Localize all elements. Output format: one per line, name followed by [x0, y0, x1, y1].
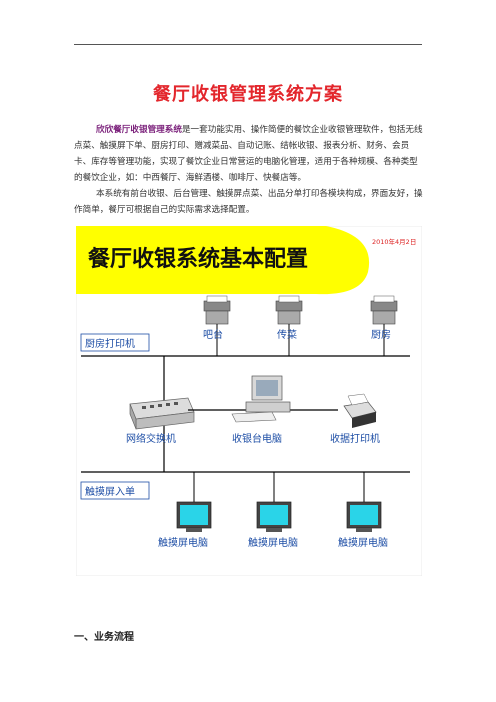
- printer-serving: [275, 295, 303, 356]
- section-heading-business-flow: 一、业务流程: [74, 632, 134, 643]
- intro-text: 是一套功能实用、操作简便的餐饮企业收银管理软件，包括无线点菜、触摸屏下单、厨房打…: [74, 125, 423, 183]
- touch-pc-label-3: 触摸屏电脑: [338, 536, 388, 549]
- kitchen-printer-box: [80, 333, 150, 352]
- printer-kitchen: [370, 295, 398, 356]
- banner-yellow: [76, 226, 370, 295]
- printer-label-bar: 吧台: [203, 328, 223, 341]
- printer-label-serving: 传菜: [277, 329, 297, 341]
- switch-label: 网络交换机: [126, 432, 176, 445]
- touch-screen-icon-3: [346, 472, 382, 532]
- modules-paragraph: 本系统有前台收银、后台管理、触摸屏点菜、出品分单打印各模块构成，界面友好，操作简…: [74, 189, 423, 215]
- cashier-computer-icon: [231, 375, 291, 423]
- touch-entry-label: 触摸屏入单: [85, 485, 135, 498]
- diagram-date: 2010年4月2日: [372, 237, 416, 246]
- printer-label-kitchen: 厨房: [371, 328, 391, 341]
- cashier-pc-label: 收银台电脑: [232, 432, 282, 445]
- product-name: 欣欣餐厅收银管理系统: [96, 125, 182, 135]
- page-title: 餐厅收银管理系统方案: [153, 84, 343, 105]
- receipt-printer-label: 收据打印机: [330, 432, 380, 445]
- header-rule: [74, 44, 422, 45]
- touch-screen-icon-2: [256, 472, 292, 532]
- receipt-printer-icon: [343, 393, 377, 428]
- network-switch-icon: [129, 397, 195, 430]
- touch-screen-icon-1: [176, 472, 212, 532]
- touch-pc-label-1: 触摸屏电脑: [158, 536, 208, 549]
- intro-paragraph: 欣欣餐厅收银管理系统是一套功能实用、操作简便的餐饮企业收银管理软件，包括无线点菜…: [74, 122, 424, 186]
- banner-title: 餐厅收银系统基本配置: [88, 246, 308, 272]
- touch-pc-label-2: 触摸屏电脑: [248, 536, 298, 549]
- touch-entry-box: [80, 481, 150, 500]
- kitchen-printer-label: 厨房打印机: [85, 337, 135, 350]
- network-diagram: 餐厅收银系统基本配置 2010年4月2日 厨房打印机 吧台 传菜 厨房 网: [76, 226, 422, 576]
- printer-bar: [203, 295, 231, 356]
